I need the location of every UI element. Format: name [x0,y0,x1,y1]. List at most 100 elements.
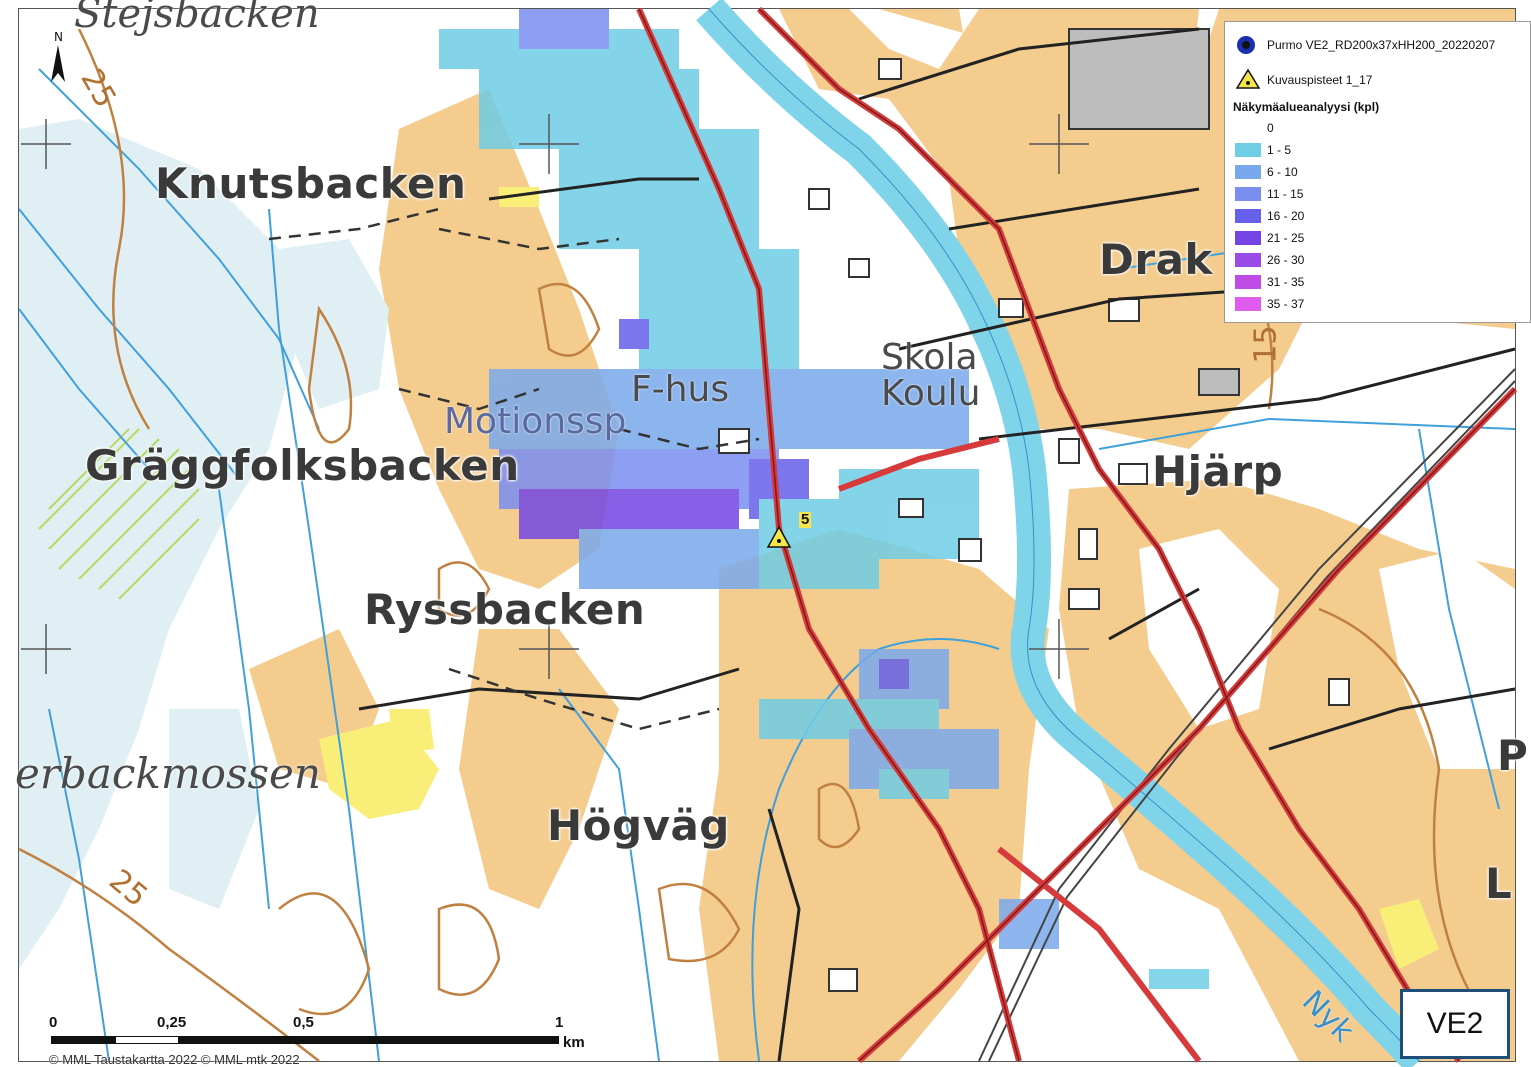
field-areas [249,9,1515,1061]
legend-swatch-7 [1235,275,1261,289]
north-arrow-icon: N [51,30,65,82]
yellow-patches [319,187,1439,969]
legend-analysis-title: Näkymäalueanalyysi (kpl) [1233,100,1380,114]
legend-class-2: 6 - 10 [1267,165,1298,179]
building [1328,678,1350,706]
yellow-patch [1379,899,1439,969]
scale-segment [309,1036,559,1044]
map-frame[interactable]: Stejsbacken Knutsbacken Drak Skola Koulu… [15,0,1531,1067]
building [1068,588,1100,610]
buildings [718,28,1350,992]
visibility-cell [1149,969,1209,989]
contour [18,847,320,1062]
legend-class-3: 11 - 15 [1267,187,1304,201]
building-large [1068,28,1210,130]
stream [48,708,110,1062]
legend-swatch-1 [1235,143,1261,157]
map-legend: Purmo VE2_RD200x37xHH200_20220207 Kuvaus… [1224,21,1531,323]
place-name-erbackmossen: erbackmossen [15,749,321,798]
legend-photo-points: Kuvauspisteet 1_17 [1267,73,1373,87]
yellow-patch [389,709,434,754]
main-road [837,436,1000,492]
contour [307,305,353,444]
legend-swatch-6 [1235,253,1261,267]
railway [978,368,1516,1062]
main-road-centerline [858,388,1516,1062]
legend-swatch-3 [1235,187,1261,201]
contour [817,782,861,849]
stream [218,488,270,910]
rail [988,380,1516,1062]
visibility-cell [519,9,609,49]
north-arrow-shape [51,45,65,82]
track [448,667,720,731]
local-road [898,287,1270,351]
visibility-cell [559,129,759,249]
marsh-area [169,709,259,909]
legend-swatch-8 [1235,297,1261,311]
legend-swatch-2 [1235,165,1261,179]
contour [657,882,741,963]
photo-point-label: 5 [799,511,812,528]
local-road [358,667,740,711]
place-name-hogvag: Högväg [547,801,730,850]
visibility-cell [879,659,909,689]
visibility-cell [619,319,649,349]
building [998,298,1024,318]
place-name-hjarp: Hjärp [1152,447,1284,496]
photo-point-dot [777,539,781,543]
legend-swatch-5 [1235,231,1261,245]
building [1058,438,1080,464]
project-layer-icon [1237,36,1255,54]
place-name-draken: Drak [1099,235,1213,284]
field-area [1379,549,1515,769]
local-road [978,347,1516,441]
visibility-cell [999,899,1059,949]
track [268,207,440,241]
visibility-cell [579,529,759,589]
track [618,427,760,451]
main-road-centerline [758,8,1460,1062]
legend-swatch-4 [1235,209,1261,223]
tracks [268,207,760,731]
yellow-patch [499,187,539,207]
legend-class-5: 21 - 25 [1267,231,1305,245]
building [808,188,830,210]
place-name-knutsbacken: Knutsbacken [155,159,467,208]
contour [437,561,491,617]
scale-unit: km [563,1034,585,1051]
building [1198,368,1240,396]
photo-point-marker [766,525,792,548]
main-road-centerline [638,8,1020,1062]
scale-tick-1: 0,25 [157,1014,187,1031]
alternative-badge: VE2 [1400,989,1510,1059]
scale-tick-0: 0 [49,1014,58,1031]
stream [558,688,660,1062]
track [438,227,620,251]
scale-segment [115,1036,179,1044]
contour [77,28,151,430]
place-name-edge-l: L [1485,859,1513,908]
marsh-area [279,239,389,409]
legend-swatch-0 [1235,121,1261,135]
hatch-area [38,428,200,600]
river-outline [708,8,1420,1062]
scale-tick-3: 1 [555,1014,564,1031]
legend-class-6: 26 - 30 [1267,253,1305,267]
track [398,387,540,411]
legend-project-layer: Purmo VE2_RD200x37xHH200_20220207 [1267,38,1496,52]
contour [437,903,501,996]
stream [18,308,150,470]
building [1078,528,1098,560]
marsh-areas [19,119,389,969]
rail [978,368,1516,1062]
grid-crosses [21,114,1089,679]
place-name-skola: Skola [881,337,978,378]
scale-bar: 0 0,25 0,5 1 km [49,1014,609,1054]
north-label: N [54,30,63,44]
place-name-fhus: F-hus [631,369,730,410]
stream [1098,417,1516,450]
map-canvas[interactable] [18,0,1518,1067]
stream [18,208,240,480]
local-road [858,27,1200,101]
